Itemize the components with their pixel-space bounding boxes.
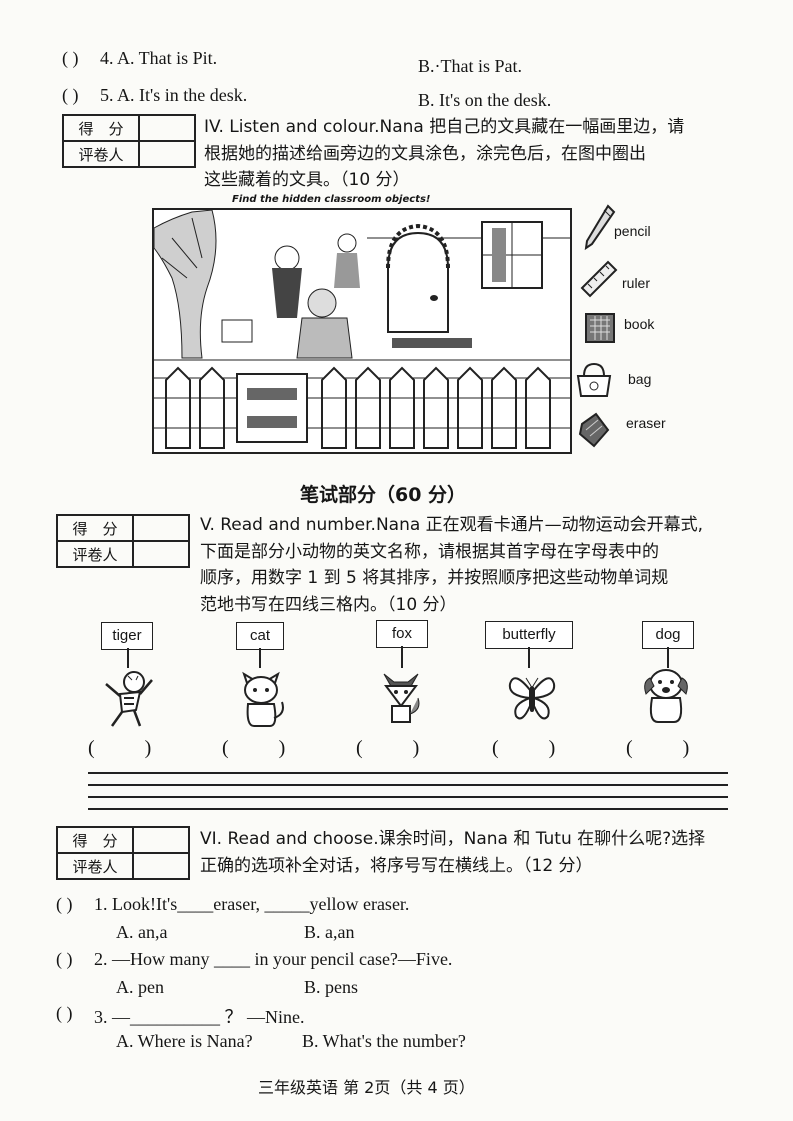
q4-option-b: B.·That is Pat. <box>418 56 522 76</box>
q6-2-option-b: B. pens <box>304 977 358 997</box>
writing-line-2 <box>88 784 728 786</box>
writing-line-1 <box>88 772 728 774</box>
answer-blank-tiger[interactable]: ( ) <box>88 737 152 759</box>
label-string <box>528 647 530 668</box>
q6-1-prompt: 1. Look!It's____eraser, _____yellow eras… <box>94 894 410 914</box>
tiger-icon <box>105 671 153 727</box>
q5-option-a: 5. A. It's in the desk. <box>100 85 248 105</box>
written-part-title: 笔试部分（60 分） <box>300 484 467 506</box>
score-label: 得 分 <box>57 515 133 541</box>
animal-label-tiger: tiger <box>101 622 153 650</box>
tool-label-bag: bag <box>628 371 652 387</box>
q6-2-paren[interactable]: ( ) <box>56 949 73 969</box>
animal-label-butterfly: butterfly <box>485 621 573 649</box>
hidden-objects-picture: Find the hidden classroom objects! <box>152 192 572 454</box>
score-label: 得 分 <box>63 115 139 141</box>
street-scene-illustration <box>152 208 572 454</box>
q6-1-paren[interactable]: ( ) <box>56 894 73 914</box>
grader-cell <box>139 141 195 167</box>
writing-line-3 <box>88 796 728 798</box>
grader-label: 评卷人 <box>57 541 133 567</box>
q5-paren: ( ) <box>62 85 79 105</box>
writing-line-4 <box>88 808 728 810</box>
label-string <box>127 648 129 668</box>
q5-option-b: B. It's on the desk. <box>418 90 552 110</box>
score-cell <box>139 115 195 141</box>
page-footer: 三年级英语 第 2页（共 4 页） <box>258 1078 475 1097</box>
tool-label-ruler: ruler <box>622 275 651 291</box>
pencil-icon <box>584 204 616 251</box>
q6-3-option-a: A. Where is Nana? <box>116 1031 253 1051</box>
section5-instructions: V. Read and number.Nana 正在观看卡通片—动物运动会开幕式… <box>200 515 704 615</box>
tool-label-book: book <box>624 316 655 332</box>
animal-label-fox: fox <box>376 620 428 648</box>
grader-label: 评卷人 <box>63 141 139 167</box>
q6-1-option-b: B. a,an <box>304 922 355 942</box>
q6-1-option-a: A. an,a <box>116 922 168 942</box>
section6-instructions: VI. Read and choose.课余时间，Nana 和 Tutu 在聊什… <box>200 829 706 876</box>
picture-caption: Find the hidden classroom objects! <box>232 194 431 205</box>
answer-blank-dog[interactable]: ( ) <box>626 737 690 759</box>
grader-label: 评卷人 <box>57 853 133 879</box>
dog-icon <box>644 669 688 723</box>
score-cell <box>133 827 189 853</box>
butterfly-icon <box>508 677 556 720</box>
label-string <box>667 647 669 668</box>
score-cell <box>133 515 189 541</box>
q6-3-prompt: 3. —__________ ？ —Nine. <box>94 1007 305 1027</box>
score-table-4: 得 分 评卷人 <box>62 114 196 168</box>
q6-3-option-b: B. What's the number? <box>302 1031 466 1051</box>
bag-icon <box>576 362 612 397</box>
score-table-6: 得 分 评卷人 <box>56 826 190 880</box>
label-string <box>259 648 261 668</box>
answer-blank-fox[interactable]: ( ) <box>356 737 420 759</box>
score-label: 得 分 <box>57 827 133 853</box>
cat-icon <box>242 671 284 727</box>
q6-2-option-a: A. pen <box>116 977 164 997</box>
eraser-icon <box>578 412 610 448</box>
q4-option-a: 4. A. That is Pit. <box>100 48 218 68</box>
book-icon <box>585 313 615 343</box>
answer-blank-cat[interactable]: ( ) <box>222 737 286 759</box>
score-table-5: 得 分 评卷人 <box>56 514 190 568</box>
fox-icon <box>383 673 420 723</box>
tool-label-eraser: eraser <box>626 415 666 431</box>
label-string <box>401 646 403 668</box>
grader-cell <box>133 541 189 567</box>
q6-2-prompt: 2. —How many ____ in your pencil case?—F… <box>94 949 453 969</box>
q6-3-paren[interactable]: ( ) <box>56 1003 73 1023</box>
animal-label-dog: dog <box>642 621 694 649</box>
tool-label-pencil: pencil <box>614 223 651 239</box>
q4-paren: ( ) <box>62 48 79 68</box>
grader-cell <box>133 853 189 879</box>
section4-instructions: IV. Listen and colour.Nana 把自己的文具藏在一幅画里边… <box>204 117 685 190</box>
answer-blank-butterfly[interactable]: ( ) <box>492 737 556 759</box>
animal-label-cat: cat <box>236 622 284 650</box>
ruler-icon <box>580 260 618 298</box>
